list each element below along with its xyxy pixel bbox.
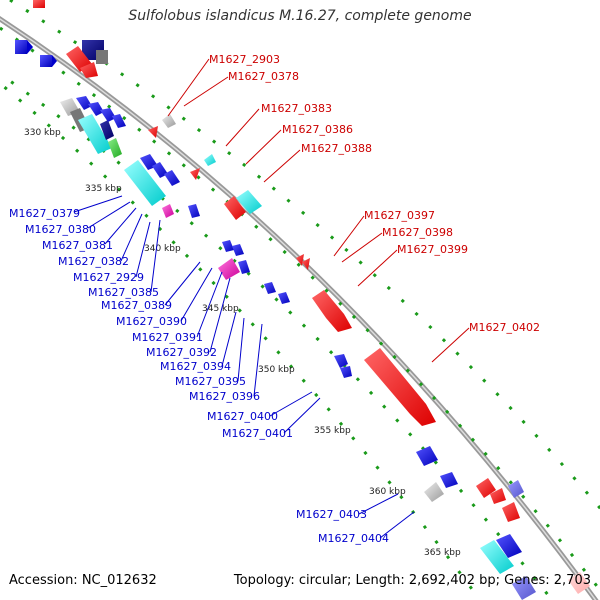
gene-arrow: [232, 244, 244, 256]
gene-arrow: [312, 290, 352, 332]
gene-block: [568, 572, 590, 594]
gene-arrow: [80, 62, 98, 78]
gene-label[interactable]: M1627_0394: [160, 360, 231, 373]
gene-block: [162, 204, 174, 218]
gene-label[interactable]: M1627_0383: [261, 102, 332, 115]
gene-block: [15, 40, 27, 54]
gene-label[interactable]: M1627_2929: [73, 271, 144, 284]
gene-block: [108, 138, 122, 158]
gene-arrow: [296, 254, 304, 266]
gene-arrow: [302, 258, 310, 270]
gene-arrow: [496, 534, 522, 558]
scale-tick: 335 kbp: [85, 184, 122, 194]
gene-label[interactable]: M1627_0392: [146, 346, 217, 359]
gene-arrow: [88, 102, 104, 116]
gene-label[interactable]: M1627_0399: [397, 243, 468, 256]
map-title: Sulfolobus islandicus M.16.27, complete …: [128, 8, 472, 24]
gene-label[interactable]: M1627_0404: [318, 532, 389, 545]
gene-label[interactable]: M1627_0391: [132, 331, 203, 344]
gene-label[interactable]: M1627_0401: [222, 427, 293, 440]
gene-label[interactable]: M1627_0389: [101, 299, 172, 312]
gene-block: [424, 482, 444, 502]
accession-text: Accession: NC_012632: [9, 573, 157, 588]
gene-label[interactable]: M1627_0380: [25, 223, 96, 236]
gene-block: [480, 540, 514, 574]
gene-label[interactable]: M1627_2903: [209, 53, 280, 66]
gene-arrow: [278, 292, 290, 304]
scale-ticks: 330 kbp 335 kbp 340 kbp 345 kbp 350 kbp …: [24, 128, 461, 558]
gene-label[interactable]: M1627_0390: [116, 315, 187, 328]
gene-arrow: [490, 488, 506, 504]
genome-summary-text: Topology: circular; Length: 2,692,402 bp…: [233, 573, 591, 588]
gene-arrow: [222, 240, 234, 252]
gene-block: [40, 55, 52, 67]
gene-arrow: [334, 354, 348, 368]
gene-label[interactable]: M1627_0395: [175, 375, 246, 388]
gene-block: [96, 50, 108, 64]
gene-arrow: [264, 282, 276, 294]
gene-arrow: [416, 446, 438, 466]
gene-arrow: [52, 55, 57, 67]
forward-strand-features: [33, 0, 590, 594]
gene-label[interactable]: M1627_0402: [469, 321, 540, 334]
gene-arrow: [188, 204, 200, 218]
scale-tick: 360 kbp: [369, 487, 406, 497]
scale-tick: 330 kbp: [24, 128, 61, 138]
gene-block: [476, 478, 496, 498]
scale-tick: 340 kbp: [144, 244, 181, 254]
gene-block: [236, 190, 262, 214]
gene-block: [124, 160, 166, 206]
gene-label[interactable]: M1627_0398: [382, 226, 453, 239]
gene-block: [512, 576, 536, 600]
gene-arrow: [440, 472, 458, 488]
gene-arrow: [502, 502, 520, 522]
gene-arrow: [27, 40, 33, 54]
gene-block: [33, 0, 45, 8]
gene-arrow: [238, 260, 250, 274]
scale-tick: 365 kbp: [424, 548, 461, 558]
gene-arrow: [76, 96, 92, 110]
gene-block: [162, 114, 176, 128]
forward-gene-labels: M1627_2903 M1627_0378 M1627_0383 M1627_0…: [167, 53, 540, 363]
gene-label[interactable]: M1627_0381: [42, 239, 113, 252]
gene-block: [224, 196, 246, 220]
gene-arrow: [112, 114, 126, 128]
scale-tick: 345 kbp: [202, 304, 239, 314]
gene-block: [204, 154, 216, 166]
gene-arrow: [100, 108, 116, 122]
gene-label[interactable]: M1627_0388: [301, 142, 372, 155]
scale-tick: 350 kbp: [258, 365, 295, 375]
gene-label[interactable]: M1627_0382: [58, 255, 129, 268]
gene-label[interactable]: M1627_0400: [207, 410, 278, 423]
gene-arrow: [148, 126, 158, 138]
gene-block: [78, 114, 112, 154]
gene-block: [508, 480, 524, 498]
reverse-strand-features: [15, 40, 536, 600]
scale-tick: 355 kbp: [314, 426, 351, 436]
gene-arrow: [340, 366, 352, 378]
gene-block: [100, 120, 114, 140]
gene-label[interactable]: M1627_0385: [88, 286, 159, 299]
gene-label[interactable]: M1627_0396: [189, 390, 260, 403]
gene-arrow: [364, 348, 436, 426]
gene-label[interactable]: M1627_0378: [228, 70, 299, 83]
gene-label[interactable]: M1627_0379: [9, 207, 80, 220]
gene-block: [218, 258, 240, 280]
gene-arrow: [164, 170, 180, 186]
gene-label[interactable]: M1627_0397: [364, 209, 435, 222]
gene-label[interactable]: M1627_0403: [296, 508, 367, 521]
gene-label[interactable]: M1627_0386: [282, 123, 353, 136]
gene-block: [66, 46, 92, 72]
reverse-gene-labels: M1627_0379 M1627_0380 M1627_0381 M1627_0…: [9, 195, 415, 545]
gene-arrow: [190, 168, 200, 180]
